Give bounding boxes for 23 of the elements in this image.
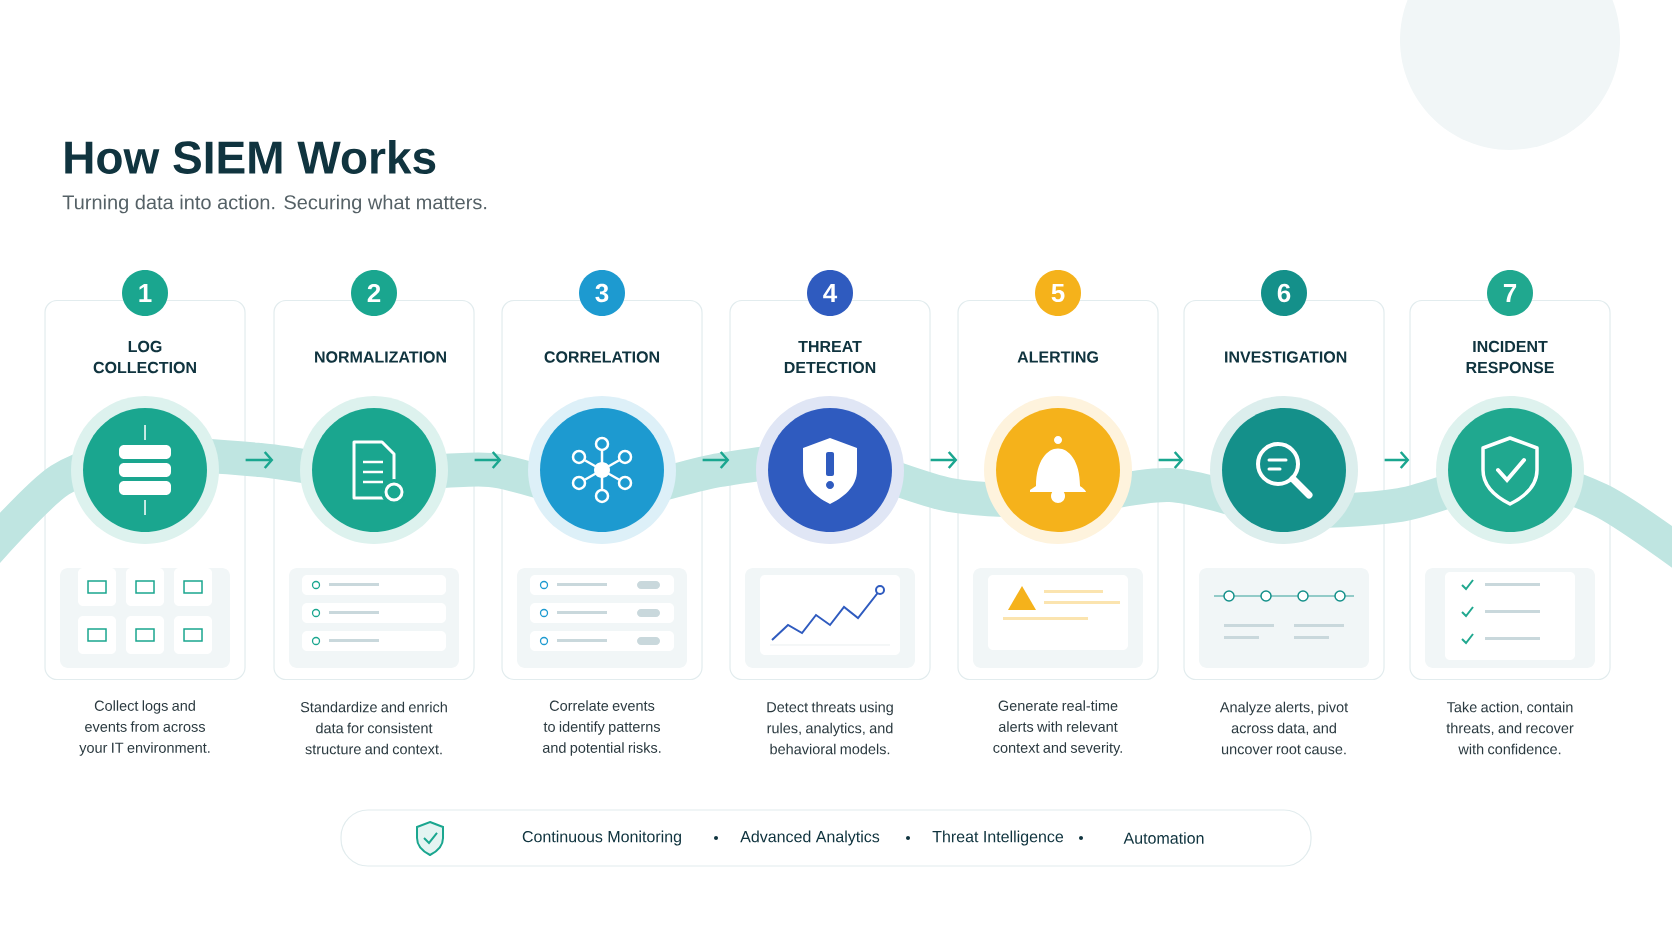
- node-label: 2: [367, 283, 381, 303]
- node-label: 5: [1051, 283, 1065, 303]
- node-label: 4: [823, 284, 838, 302]
- chevron-arrow: [930, 451, 958, 469]
- node-label: Standardize and enrich data for consistent structure and context.: [300, 701, 447, 755]
- node-label: Analyze alerts, pivot across data, and uncover root cause.: [1219, 701, 1349, 755]
- node-label: Detect threats using rules, analytics, and behavioral models.: [767, 701, 893, 755]
- node-label: 3: [595, 283, 609, 303]
- node-label: 6: [1277, 283, 1291, 303]
- chevron-arrow: [702, 451, 730, 469]
- node-label: Generate real-time alerts with relevant context and severity.: [993, 700, 1122, 756]
- chevron-arrow: [474, 451, 502, 469]
- chevron-arrow: [1384, 451, 1410, 469]
- node-label: 7: [1503, 284, 1517, 302]
- title: How SIEM Works: [65, 140, 436, 174]
- node-label: Correlate events to identify patterns and potential risks.: [542, 700, 661, 756]
- chevron-arrow: [245, 451, 274, 469]
- chevron-arrow: [1158, 451, 1184, 469]
- subtitle: Turning data into action. Securing what matters.: [62, 194, 487, 214]
- node-label: Collect logs and events from across your IT environment.: [79, 700, 210, 756]
- feature-bar: Continuous Monitoring Advanced Analytics Threat Intelligence Automation: [340, 809, 1312, 867]
- node-label: Take action, contain threats, and recover with confidence.: [1446, 701, 1574, 755]
- node-label: 1: [139, 284, 152, 302]
